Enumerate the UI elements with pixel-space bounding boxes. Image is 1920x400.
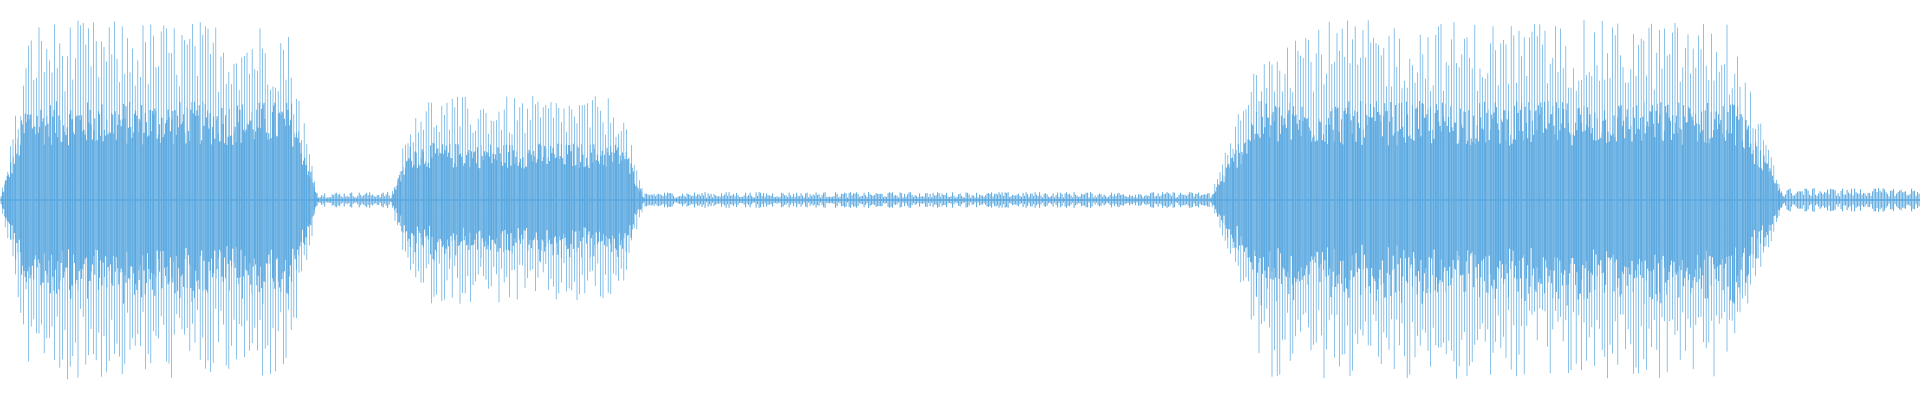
waveform-peaks: [1211, 20, 1785, 379]
waveform-segment-loud: [0, 20, 319, 380]
waveform-segment-loud: [1210, 20, 1785, 379]
